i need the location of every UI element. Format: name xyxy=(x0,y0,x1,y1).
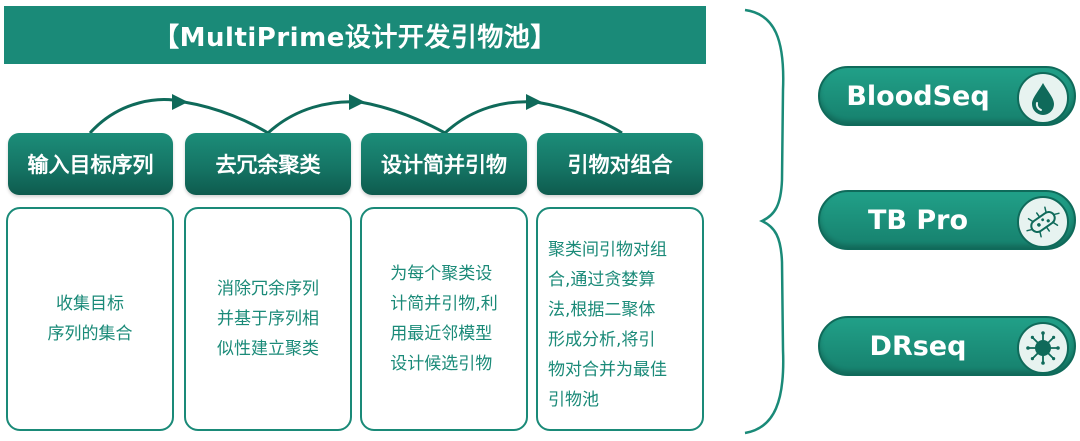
title-banner: 【MultiPrime设计开发引物池】 xyxy=(4,6,706,64)
flow-arrowhead-3 xyxy=(526,94,542,110)
product-tb-pro: TB Pro xyxy=(818,190,1076,250)
flow-arc-2b xyxy=(359,100,446,135)
flow-arrowhead-1 xyxy=(172,94,188,110)
step-3-design-primers: 设计简并引物 xyxy=(361,133,527,195)
product-drseq-label: DRseq xyxy=(869,330,967,362)
bacterium-icon xyxy=(1017,196,1069,248)
product-tb-pro-label: TB Pro xyxy=(867,204,969,236)
flow-arc-3b xyxy=(535,100,623,135)
step-2-description: 消除冗余序列 并基于序列相 似性建立聚类 xyxy=(217,279,319,359)
product-bloodseq-label: BloodSeq xyxy=(846,80,990,112)
step-1-input-targets: 输入目标序列 xyxy=(8,133,173,195)
step-1-label: 输入目标序列 xyxy=(27,153,154,177)
step-3-description: 为每个聚类设 计简并引物,利 用最近邻模型 设计候选引物 xyxy=(390,264,498,374)
flow-arrowhead-2 xyxy=(349,94,365,110)
diagram-title: 【MultiPrime设计开发引物池】 xyxy=(153,22,557,53)
step-3-description-box: 为每个聚类设 计简并引物,利 用最近邻模型 设计候选引物 xyxy=(360,207,528,431)
flow-arc-3 xyxy=(443,100,537,135)
curly-brace xyxy=(744,8,785,435)
step-3-label: 设计简并引物 xyxy=(381,153,507,177)
step-1-description-box: 收集目标 序列的集合 xyxy=(6,207,174,431)
product-drseq: DRseq xyxy=(818,316,1076,376)
step-4-primer-pairing: 引物对组合 xyxy=(537,133,703,195)
flow-arc-1 xyxy=(88,98,185,135)
step-2-description-box: 消除冗余序列 并基于序列相 似性建立聚类 xyxy=(184,207,352,431)
product-bloodseq: BloodSeq xyxy=(818,66,1076,126)
step-4-description: 聚类间引物对组 合,通过贪婪算 法,根据二聚体 形成分析,将引 物对合并为最佳 … xyxy=(548,240,667,410)
step-1-description: 收集目标 序列的集合 xyxy=(47,294,133,344)
step-2-dedup-cluster: 去冗余聚类 xyxy=(185,133,351,195)
step-2-label: 去冗余聚类 xyxy=(215,153,321,177)
flow-arc-2 xyxy=(266,100,361,135)
virus-icon xyxy=(1017,322,1069,374)
flow-arc-1b xyxy=(183,100,269,135)
step-4-label: 引物对组合 xyxy=(567,153,673,177)
blood-drop-icon xyxy=(1017,72,1069,124)
step-4-description-box: 聚类间引物对组 合,通过贪婪算 法,根据二聚体 形成分析,将引 物对合并为最佳 … xyxy=(536,207,704,431)
